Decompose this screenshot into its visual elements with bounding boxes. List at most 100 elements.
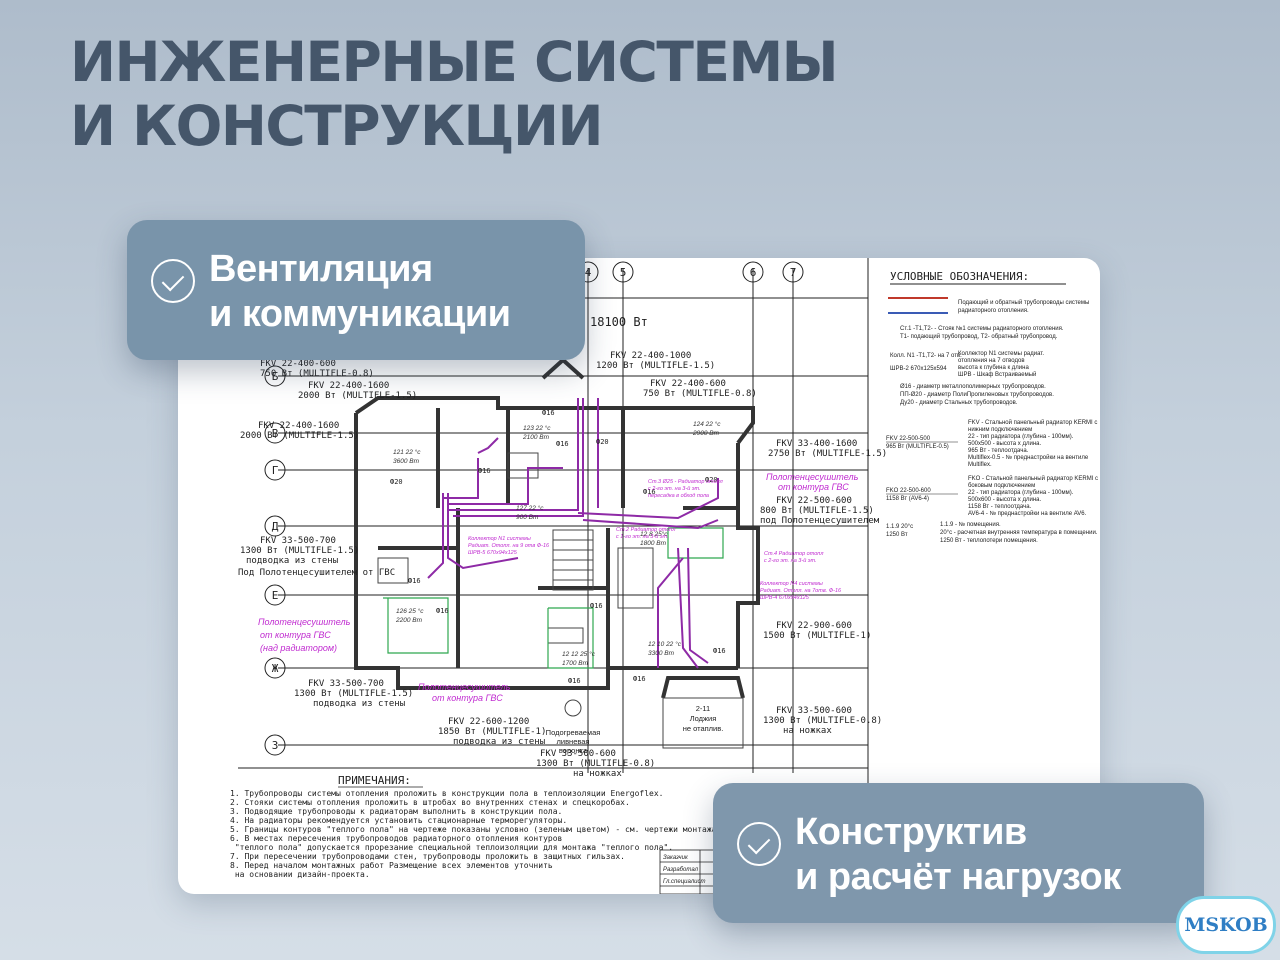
note-line: "теплого пола" допускается прорезание сп… — [230, 843, 673, 852]
legend-text: 22 - тип радиатора (глубина - 100мм). — [968, 490, 1074, 496]
note-line: 2. Стояки системы отопления проложить в … — [230, 797, 630, 807]
radiator-label: FKV 22-600-1200 — [448, 717, 529, 727]
legend-text: 1250 Вт - теплопотери помещения. — [940, 538, 1038, 544]
radiator-label: FKV 22-400-1000 — [610, 351, 691, 361]
note-line: 8. Перед началом монтажных работ Размеще… — [230, 860, 553, 870]
legend-text: FKV 22-500-500 — [886, 436, 931, 442]
legend-text: 500х500 - высота х длина. — [968, 441, 1041, 447]
legend-text: FKV - Стальной панельный радиатор KERMI … — [968, 419, 1097, 426]
check-circle-icon — [151, 259, 195, 303]
pipe-label: Ф16 — [633, 675, 646, 683]
radiator-label: 1200 Вт (MULTIFLE-1.5) — [596, 361, 715, 371]
pipe-label: Ф16 — [408, 577, 421, 585]
radiator-note: подводка из стены — [453, 737, 545, 747]
axis-letter: Г — [272, 464, 279, 477]
room-label: 12 8 25°c — [640, 530, 668, 538]
room-label: 124 22 °c — [693, 420, 721, 428]
room-label: 12 12 25 °c — [562, 650, 596, 658]
axis-num: 4 — [585, 266, 592, 279]
axis-letter: Б — [272, 370, 279, 383]
room-label: 3600 Вт — [393, 458, 420, 465]
legend-text: 965 Вт (MULTIFLE-0.5) — [886, 444, 949, 450]
radiator-label: 750 Вт (MULTIFLE-0.8) — [260, 369, 374, 379]
room-label: 1700 Вт — [562, 660, 589, 667]
pipe-label: Ф16 — [436, 607, 449, 615]
radiator-label: FKV 22-900-600 — [776, 621, 852, 631]
radiator-note: Под Полотенцесушителем от ГВС — [238, 568, 395, 578]
legend-text: Ст.1 -Т1,Т2- - Стояк №1 системы радиатор… — [900, 325, 1064, 332]
svg-text:FKV - Стальной панельный радиа: FKV - Стальной панельный радиатор KERMI … — [968, 419, 1097, 468]
towel-note: от контура ГВС — [260, 630, 331, 640]
legend-text: Коллектор N1 системы радиат. — [958, 351, 1044, 357]
card-line: и расчёт нагрузок — [795, 856, 1121, 898]
room-label: 127 22 °c — [516, 504, 544, 512]
card-line: Вентиляция — [209, 248, 433, 290]
collector-note: ШРВ-5 670х94х125 — [468, 550, 518, 556]
radiator-label: FKV 22-400-1600 — [258, 421, 339, 431]
radiator-label: FKV 33-500-700 — [308, 679, 384, 689]
axis-letter: З — [272, 739, 279, 752]
svg-text:Подающий и обратный трубопрово: Подающий и обратный трубопроводы системы… — [958, 299, 1089, 314]
room-label: 2100 Вт — [522, 434, 550, 441]
towel-note: Полотенцесушитель — [258, 617, 351, 627]
axis-num: 5 — [620, 266, 627, 279]
drain-label: Подогреваемая — [546, 728, 601, 737]
radiator-label: FKV 22-500-600 — [776, 496, 852, 506]
pipe-label: Ф16 — [556, 440, 569, 448]
stand-note: Ст.4 Радиатор отопл — [764, 551, 823, 557]
headline-line-1: ИНЖЕНЕРНЫЕ СИСТЕМЫ — [70, 30, 839, 94]
radiator-label: 750 Вт (MULTIFLE-0.8) — [643, 389, 757, 399]
room-label: 121 22 °c — [393, 448, 421, 456]
axis-num: 6 — [750, 266, 757, 279]
radiator-label: 2000 Вт (MULTIFLE-1.5) — [298, 391, 417, 401]
legend-text: 1158 Вт (AV6-4) — [886, 496, 929, 502]
loggia-label: Лоджия — [690, 714, 717, 723]
radiator-label: 1300 Вт (MULTIFLE-0.8) — [536, 759, 655, 769]
stand-note: с 1-го эт. на 3-й эт. — [616, 533, 669, 540]
legend-text: радиаторного отопления. — [958, 308, 1029, 314]
note-line: 7. При пересечении трубопроводами стен, … — [230, 851, 625, 861]
axis-letter: Ж — [272, 662, 279, 675]
legend-text: 1.1.9 20°с — [886, 524, 913, 530]
construction-card-text: Конструктив и расчёт нагрузок — [795, 810, 1121, 900]
collector-note: Радиат. Отопл. на 7отв. Ф-16 — [760, 588, 842, 594]
room-label: 123 22 °c — [523, 424, 551, 432]
legend-text: ШРВ-2 670х125х594 — [890, 366, 947, 372]
svg-text:FKO - Стальной панельный радиа: FKO - Стальной панельный радиатор KERMI … — [968, 475, 1098, 517]
svg-text:Ø16 - диаметр металлополимерны: Ø16 - диаметр металлополимерных трубопро… — [900, 384, 1054, 406]
headline-line-2: И КОНСТРУКЦИИ — [70, 94, 604, 158]
svg-text:1.1.9 - № помещения.20°с - рас: 1.1.9 - № помещения.20°с - расчетная вну… — [940, 521, 1098, 544]
legend-text: 1.1.9 - № помещения. — [940, 521, 1001, 528]
ventilation-card: Вентиляция и коммуникации — [127, 220, 585, 360]
radiator-label: 800 Вт (MULTIFLE-1.5) — [760, 506, 874, 516]
svg-text:1. Трубопроводы системы отопле: 1. Трубопроводы системы отопления пролож… — [230, 788, 717, 879]
radiator-label: FKV 33-400-1600 — [776, 439, 857, 449]
legend-text: 1250 Вт — [886, 532, 908, 538]
legend-text: ШРВ - Шкаф Встраиваемый — [958, 371, 1036, 378]
legend-text: 965 Вт - теплоотдача. — [968, 448, 1029, 454]
towel-note: от контура ГВС — [778, 482, 849, 492]
pipe-label: Ф16 — [568, 677, 581, 685]
radiator-note: под Полотенцесушителем — [760, 516, 880, 526]
towel-note: Полотенцесушитель — [766, 472, 859, 482]
radiator-label: 1300 Вт (MULTIFLE-0.8) — [763, 716, 882, 726]
brand-logo: MSKOB — [1176, 896, 1276, 954]
legend-text: отопления на 7 отводов — [958, 358, 1025, 364]
collector-note: ШРВ-4 670х94х125 — [760, 595, 810, 601]
